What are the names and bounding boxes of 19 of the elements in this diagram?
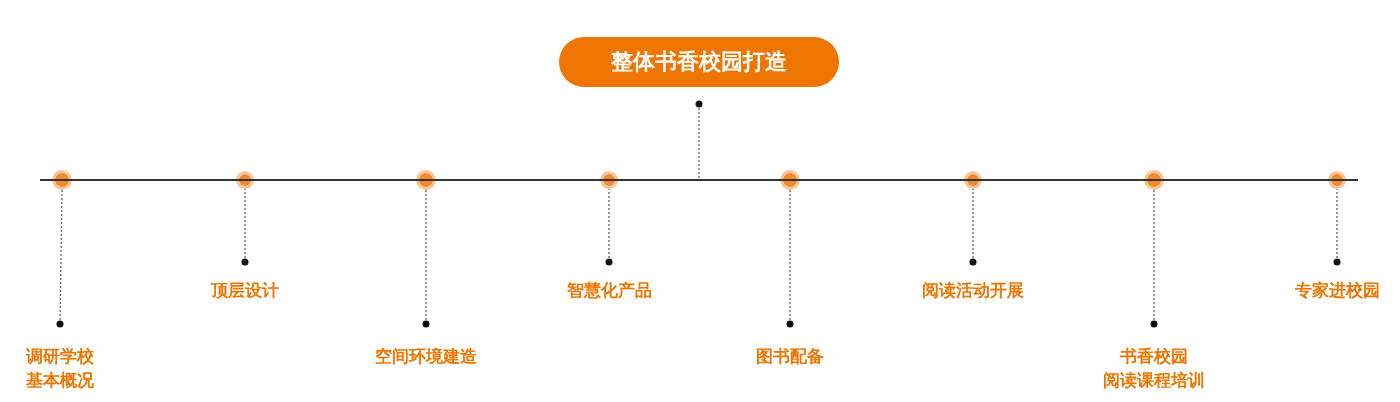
step-label: 调研学校基本概况 bbox=[10, 320, 110, 392]
step-label: 空间环境建造 bbox=[355, 320, 497, 368]
timeline-dot bbox=[1144, 170, 1164, 190]
leader-line bbox=[786, 189, 794, 328]
title-pill: 整体书香校园打造 bbox=[559, 37, 839, 87]
leader-line bbox=[695, 100, 703, 180]
timeline-dot bbox=[780, 170, 800, 190]
step-label: 书香校园阅读课程培训 bbox=[1089, 320, 1219, 392]
step-label: 专家进校园 bbox=[1282, 258, 1392, 302]
step-label: 顶层设计 bbox=[185, 258, 305, 302]
step-label: 智慧化产品 bbox=[549, 258, 669, 302]
leader-line bbox=[1150, 189, 1158, 328]
timeline-dot bbox=[416, 170, 436, 190]
step-label: 阅读活动开展 bbox=[903, 258, 1043, 302]
timeline-dot bbox=[52, 170, 72, 190]
timeline-bar bbox=[40, 179, 1358, 181]
step-label: 图书配备 bbox=[730, 320, 850, 368]
leader-line bbox=[422, 189, 430, 328]
leader-line bbox=[56, 189, 64, 328]
